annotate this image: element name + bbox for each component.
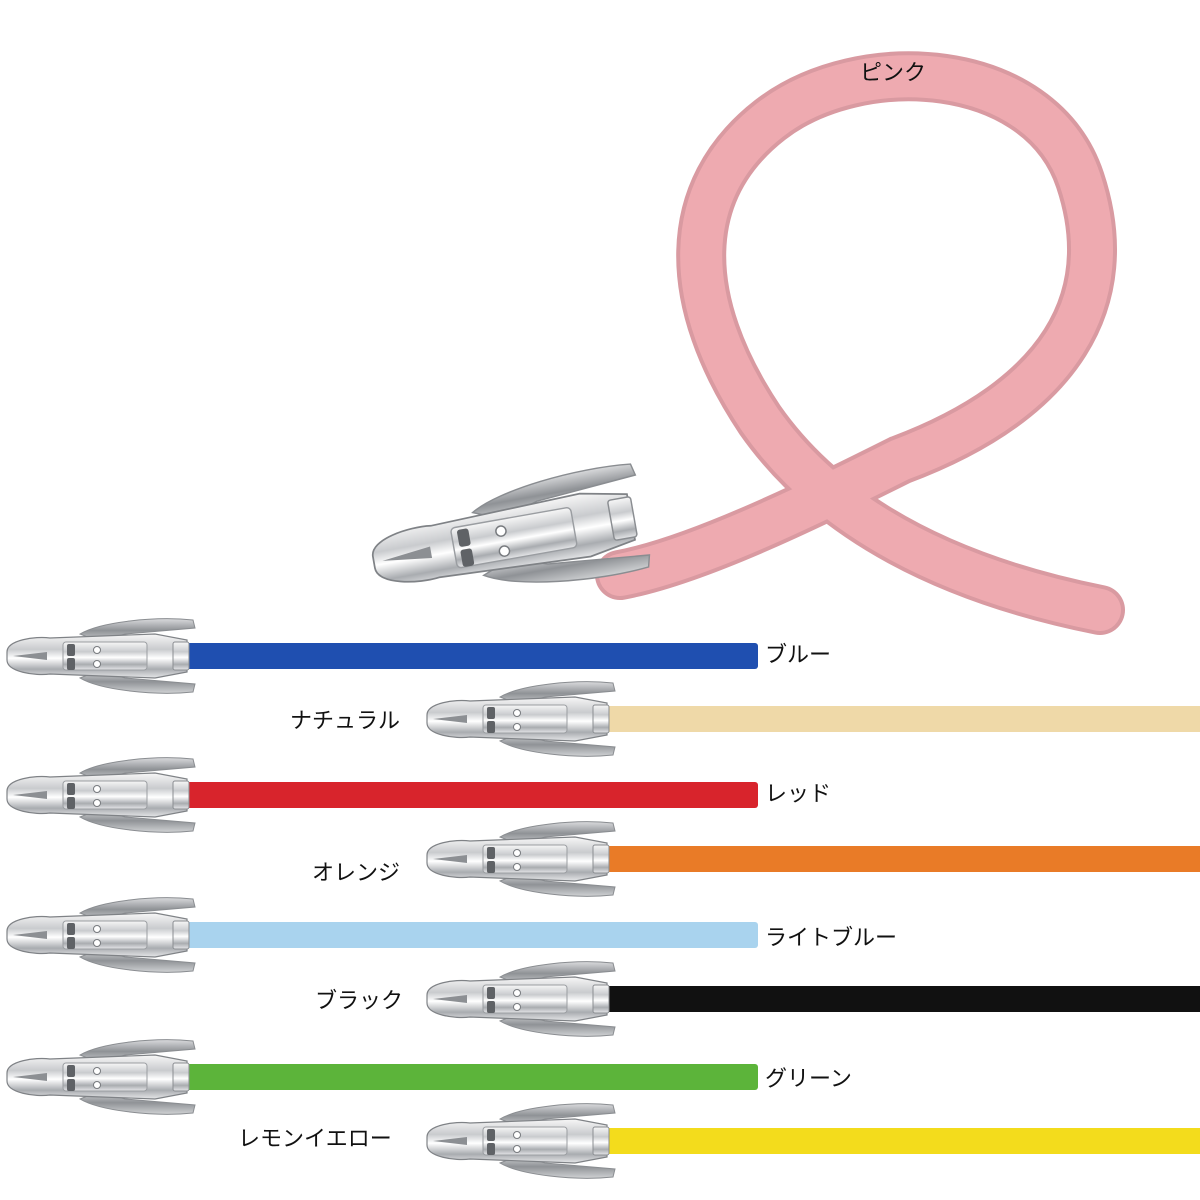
red-cord <box>185 782 758 808</box>
lightblue-clip <box>6 897 196 973</box>
black-cord <box>605 986 1200 1012</box>
label-blue: ブルー <box>765 643 832 668</box>
label-lemonyellow: レモンイエロー <box>238 1127 392 1152</box>
label-pink: ピンク <box>860 61 927 86</box>
lemonyellow-cord <box>605 1128 1200 1154</box>
blue-cord <box>185 643 758 669</box>
red-clip <box>6 757 196 833</box>
black-clip <box>426 961 616 1037</box>
label-lightblue: ライトブルー <box>765 926 898 951</box>
pink-cord <box>595 51 1125 635</box>
label-red: レッド <box>765 782 832 807</box>
blue-clip <box>6 618 196 694</box>
orange-cord <box>605 846 1200 872</box>
label-orange: オレンジ <box>312 861 401 886</box>
green-clip <box>6 1039 196 1115</box>
orange-clip <box>426 821 616 897</box>
natural-clip <box>426 681 616 757</box>
lightblue-cord <box>185 922 758 948</box>
lemonyellow-clip <box>426 1103 616 1179</box>
green-cord <box>185 1064 758 1090</box>
label-black: ブラック <box>315 989 404 1014</box>
natural-cord <box>605 706 1200 732</box>
label-natural: ナチュラル <box>290 709 401 734</box>
label-green: グリーン <box>765 1067 852 1092</box>
